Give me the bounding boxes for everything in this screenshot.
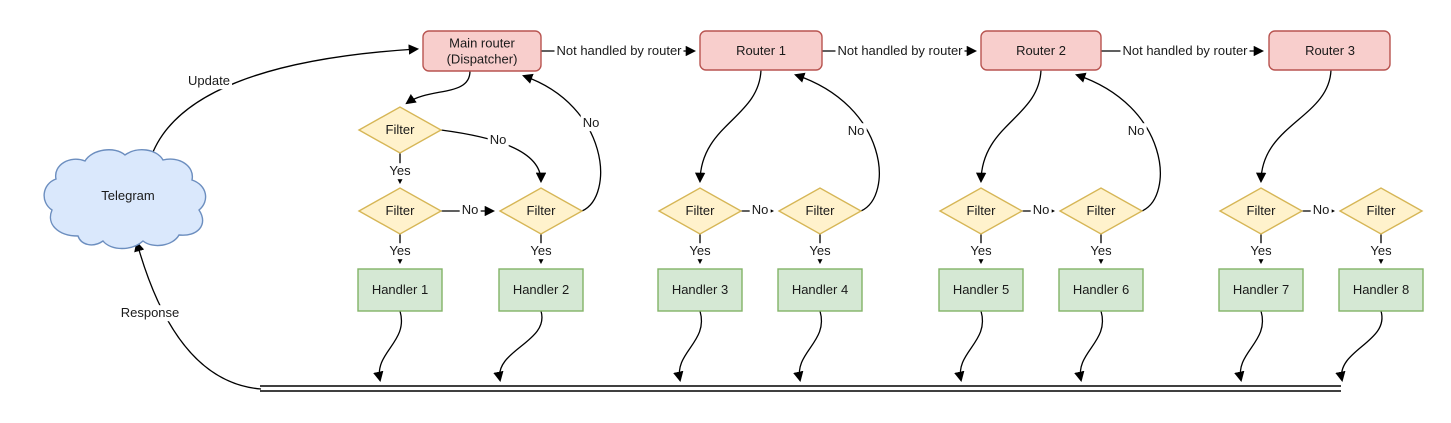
handler5-node	[938, 268, 1024, 312]
filter0-label: Filter	[385, 122, 415, 138]
yes-label-3: Yes	[687, 243, 713, 259]
edge-router2-to-filter	[975, 69, 1042, 184]
edge-no-return-1	[522, 73, 602, 212]
not-handled-label-1: Not handled by router	[554, 43, 684, 59]
router2-label: Router 2	[1016, 43, 1066, 59]
dispatcher-label-line2: (Dispatcher)	[446, 51, 518, 66]
filter2a-node	[657, 187, 743, 235]
handler3-node	[657, 268, 743, 312]
edge-handler4-to-bus	[793, 310, 823, 383]
edge-handler8-to-bus	[1335, 310, 1383, 383]
telegram-label: Telegram	[101, 188, 155, 204]
filter3a-node	[938, 187, 1024, 235]
filter3b-label: Filter	[1086, 203, 1116, 219]
edge-handler7-to-bus	[1234, 310, 1264, 383]
edge-no-return-3	[1075, 72, 1161, 212]
no-label-return-1: No	[580, 115, 602, 131]
telegram-cloud	[43, 149, 207, 250]
router3-node	[1268, 30, 1391, 71]
no-label-pair-1: No	[459, 202, 481, 218]
handler5-label: Handler 5	[952, 282, 1010, 298]
dispatcher-node	[422, 30, 542, 72]
router1-label: Router 1	[736, 43, 786, 59]
yes-label-5: Yes	[968, 243, 994, 259]
update-edge-label: Update	[186, 73, 232, 89]
no-label-pair-2: No	[749, 202, 771, 218]
handler2-node	[498, 268, 584, 312]
handler6-node	[1058, 268, 1144, 312]
not-handled-label-2: Not handled by router	[835, 43, 965, 59]
edge-router1-to-filter	[694, 69, 762, 184]
yes-label-8: Yes	[1368, 243, 1394, 259]
filter1b-node	[498, 187, 584, 235]
edge-response	[134, 240, 262, 390]
response-edge-label: Response	[118, 305, 182, 321]
yes-label-4: Yes	[807, 243, 833, 259]
edge-no-return-2	[794, 72, 880, 212]
filter3a-label: Filter	[966, 203, 996, 219]
handler7-label: Handler 7	[1232, 282, 1290, 298]
handler3-label: Handler 3	[671, 282, 729, 298]
router2-node	[980, 30, 1102, 71]
filter4b-label: Filter	[1366, 203, 1396, 219]
edge-router3-to-filter	[1255, 69, 1332, 184]
edge-handler1-to-bus	[373, 310, 403, 383]
filter4a-node	[1218, 187, 1304, 235]
handler8-label: Handler 8	[1352, 282, 1410, 298]
not-handled-label-3: Not handled by router	[1120, 43, 1250, 59]
filter1b-label: Filter	[526, 203, 556, 219]
router1-node	[699, 30, 823, 71]
edge-filter0-no	[440, 129, 547, 184]
yes-label-1: Yes	[387, 243, 413, 259]
filter0-node	[357, 106, 443, 154]
no-label-pair-3: No	[1030, 202, 1052, 218]
handler1-label: Handler 1	[371, 282, 429, 298]
filter2b-label: Filter	[805, 203, 835, 219]
edge-handler5-to-bus	[954, 310, 984, 383]
handler8-node	[1338, 268, 1424, 312]
edge-update	[149, 44, 420, 161]
edge-handler6-to-bus	[1074, 310, 1104, 383]
yes-label-6: Yes	[1088, 243, 1114, 259]
no-label-return-3: No	[1125, 123, 1147, 139]
dispatcher-label-line1: Main router	[449, 35, 515, 51]
edge-handler3-to-bus	[673, 310, 703, 383]
edge-handler2-to-bus	[493, 310, 543, 383]
filter4a-label: Filter	[1246, 203, 1276, 219]
edge-dispatcher-to-filter0	[405, 70, 471, 105]
no-label-filter0: No	[487, 132, 509, 148]
handler7-node	[1218, 268, 1304, 312]
no-label-return-2: No	[845, 123, 867, 139]
yes-label-7: Yes	[1248, 243, 1274, 259]
handler2-label: Handler 2	[512, 282, 570, 298]
filter3b-node	[1058, 187, 1144, 235]
handler1-node	[357, 268, 443, 312]
router3-label: Router 3	[1305, 43, 1355, 59]
handler4-node	[777, 268, 863, 312]
yes-label-2: Yes	[528, 243, 554, 259]
filter2a-label: Filter	[685, 203, 715, 219]
dispatcher-label: Main router (Dispatcher)	[447, 35, 518, 66]
no-label-pair-4: No	[1310, 202, 1332, 218]
handler6-label: Handler 6	[1072, 282, 1130, 298]
filter2b-node	[777, 187, 863, 235]
yes-label-filter0: Yes	[387, 163, 413, 179]
filter4b-node	[1338, 187, 1424, 235]
filter1a-node	[357, 187, 443, 235]
handler4-label: Handler 4	[791, 282, 849, 298]
filter1a-label: Filter	[385, 203, 415, 219]
